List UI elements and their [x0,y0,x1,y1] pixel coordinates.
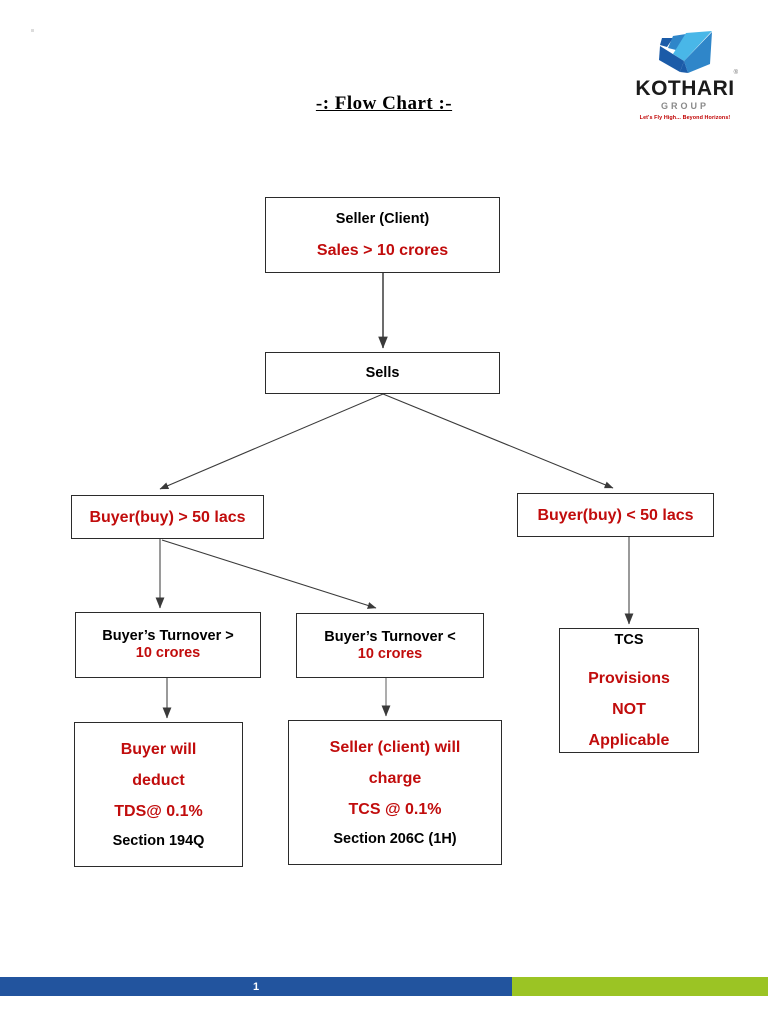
logo-subtitle: GROUP [660,101,709,111]
node-tcs-line2: Provisions [588,669,670,687]
node-turn-gt-line1: Buyer’s Turnover > [76,628,260,645]
node-buyer-turnover-gt-10-crores[interactable]: Buyer’s Turnover > 10 crores [75,612,261,678]
node-tcs-charge-line3: TCS @ 0.1% [348,800,442,818]
node-turn-lt-line2: 10 crores [357,645,423,662]
logo-tagline: Let's Fly High... Beyond Horizons! [639,115,731,121]
node-buy-gt-line1: Buyer(buy) > 50 lacs [89,508,246,526]
node-turn-lt-highlight: Turnover < [381,628,456,645]
node-sells-line1: Sells [365,364,400,381]
node-buyer-turnover-lt-10-crores[interactable]: Buyer’s Turnover < 10 crores [296,613,484,678]
node-sells[interactable]: Sells [265,352,500,394]
footer-accent-bar [512,977,768,996]
node-buyer-will-deduct-tds[interactable]: Buyer will deduct TDS@ 0.1% Section 194Q [74,722,243,867]
edge-buygt-to-turnlt [161,539,377,609]
edge-sells-to-buy-lt [382,393,614,489]
node-buyer-gt-50-lacs[interactable]: Buyer(buy) > 50 lacs [71,495,264,539]
node-tcs-line4: Applicable [588,731,670,749]
node-turn-gt-prefix: Buyer’s [102,628,160,644]
node-turn-gt-line2: 10 crores [135,645,201,661]
node-buyer-lt-50-lacs[interactable]: Buyer(buy) < 50 lacs [517,493,714,537]
node-tds-line2: deduct [132,771,185,789]
node-tds-line3: TDS@ 0.1% [114,802,203,820]
node-tcs-line1: TCS [614,631,644,648]
page-footer: 1 [0,977,768,996]
node-tcs-charge-line2: charge [368,769,422,787]
node-seller-client[interactable]: Seller (Client) Sales > 10 crores [265,197,500,273]
registered-mark: ® [733,70,738,76]
edge-sells-to-buy-gt [159,393,384,490]
page-number: 1 [252,980,260,993]
kothari-group-logo: ® KOTHARI GROUP Let's Fly High... Beyond… [626,28,744,128]
page-title-text: -: Flow Chart :- [315,93,453,114]
node-seller-line2: Sales > 10 crores [316,241,449,259]
page-title: -: Flow Chart :- [0,93,768,115]
node-tcs-charge-line4: Section 206C (1H) [333,830,457,847]
bird-logo-icon: ® [626,28,744,78]
node-tds-line1: Buyer will [120,740,197,758]
node-turn-lt-prefix: Buyer’s [324,628,382,645]
node-tcs-provisions-not-applicable[interactable]: TCS Provisions NOT Applicable [559,628,699,753]
node-seller-line1: Seller (Client) [335,210,430,227]
logo-wordmark: KOTHARI [635,77,735,100]
node-turn-gt-highlight: Turnover > [159,628,234,644]
node-tds-line4: Section 194Q [112,832,205,849]
scan-artifact [31,29,34,32]
node-tcs-charge-line1: Seller (client) will [329,738,461,756]
node-buy-lt-line1: Buyer(buy) < 50 lacs [537,506,694,524]
node-turn-lt-line1: Buyer’s Turnover < [297,629,483,646]
node-tcs-line3: NOT [612,700,646,718]
node-seller-will-charge-tcs[interactable]: Seller (client) will charge TCS @ 0.1% S… [288,720,502,865]
page-number-bar: 1 [0,977,512,996]
